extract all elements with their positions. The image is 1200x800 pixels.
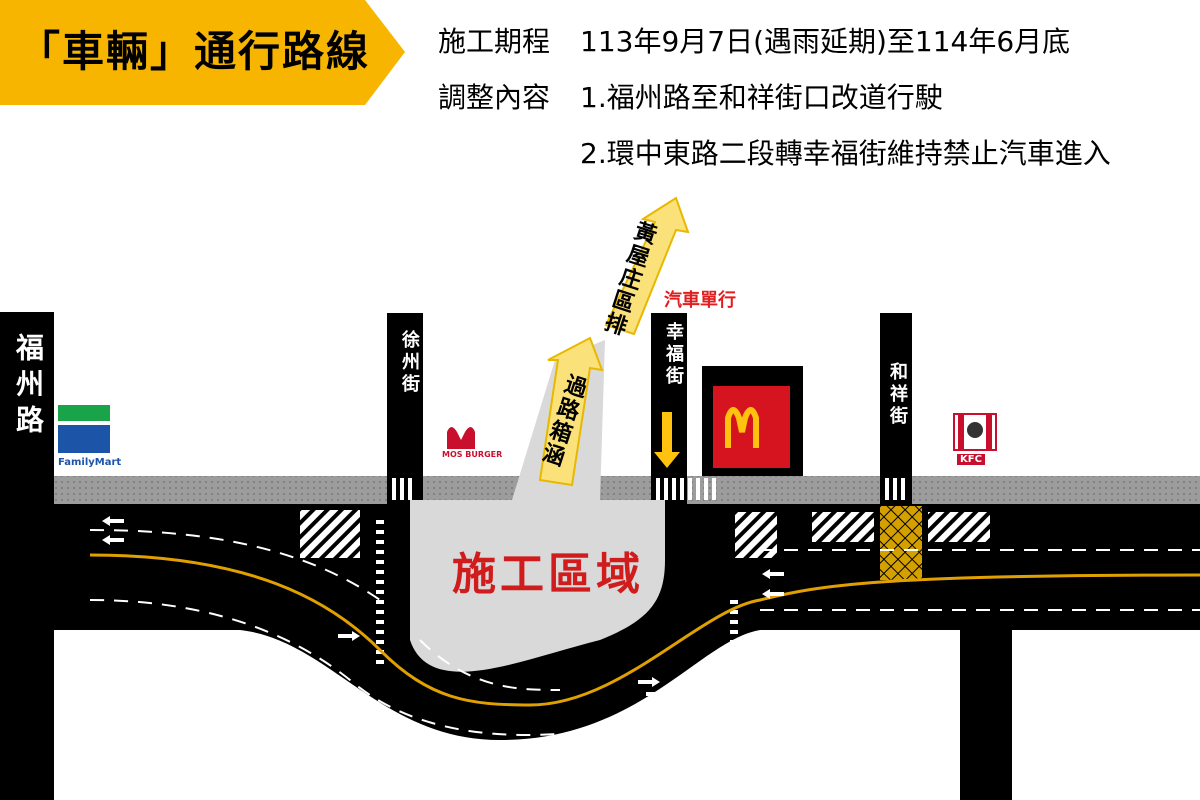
hatch-zone-2 [735, 512, 777, 558]
street-label-fuzhou: 福州路 [12, 333, 45, 441]
adjust-row-1: 調整內容 1.福州路至和祥街口改道行駛 [438, 70, 1111, 126]
construction-zone [410, 340, 665, 672]
familymart-text: FamilyMart [58, 457, 122, 468]
schedule-value: 113年9月7日(遇雨延期)至114年6月底 [580, 25, 1071, 58]
mcdonalds-logo-bg [713, 386, 790, 468]
lane-arrows [102, 516, 784, 699]
center-line [89, 553, 1200, 707]
title-banner: 「車輛」通行路線 [0, 0, 405, 105]
adjust-item-1: 1.福州路至和祥街口改道行駛 [580, 81, 943, 114]
title-banner-shape [0, 0, 405, 105]
sidewalk [54, 476, 1200, 504]
mcdonalds-logo-icon [725, 407, 759, 448]
familymart-logo-top [58, 405, 110, 421]
one-way-arrow [654, 412, 680, 468]
familymart-logo-bottom [58, 425, 110, 453]
culvert-arrow [538, 336, 604, 487]
info-block: 施工期程 113年9月7日(遇雨延期)至114年6月底 調整內容 1.福州路至和… [438, 14, 1111, 182]
adjust-label: 調整內容 [438, 81, 551, 114]
kfc-colonel-icon [967, 422, 983, 438]
box-junction [880, 506, 922, 580]
road-south-stub [960, 630, 1012, 800]
hatch-zone-4 [928, 512, 990, 542]
schedule-label: 施工期程 [438, 25, 551, 58]
hatch-zone-1 [300, 510, 360, 558]
kfc-text: KFC [957, 454, 985, 465]
mos-text: MOS BURGER [442, 450, 503, 459]
exit-arrow [604, 196, 690, 336]
page-title: 「車輛」通行路線 [18, 27, 371, 76]
construction-label: 施工區域 [452, 549, 644, 600]
road-xuzhou [387, 313, 423, 478]
hatch-zone-3 [812, 512, 874, 542]
mos-logo-icon [447, 427, 475, 449]
street-label-xuzhou: 徐州街 [399, 330, 420, 396]
route-map [0, 196, 1200, 800]
schedule-row: 施工期程 113年9月7日(遇雨延期)至114年6月底 [438, 14, 1111, 70]
crosswalks [376, 478, 905, 664]
adjust-row-2: 2.環中東路二段轉幸福街維持禁止汽車進入 [438, 126, 1111, 182]
adjust-item-2: 2.環中東路二段轉幸福街維持禁止汽車進入 [580, 137, 1111, 170]
street-label-xingfu: 幸福街 [663, 322, 684, 388]
street-label-hexiang: 和祥街 [887, 362, 908, 428]
one-way-label: 汽車單行 [664, 290, 736, 311]
